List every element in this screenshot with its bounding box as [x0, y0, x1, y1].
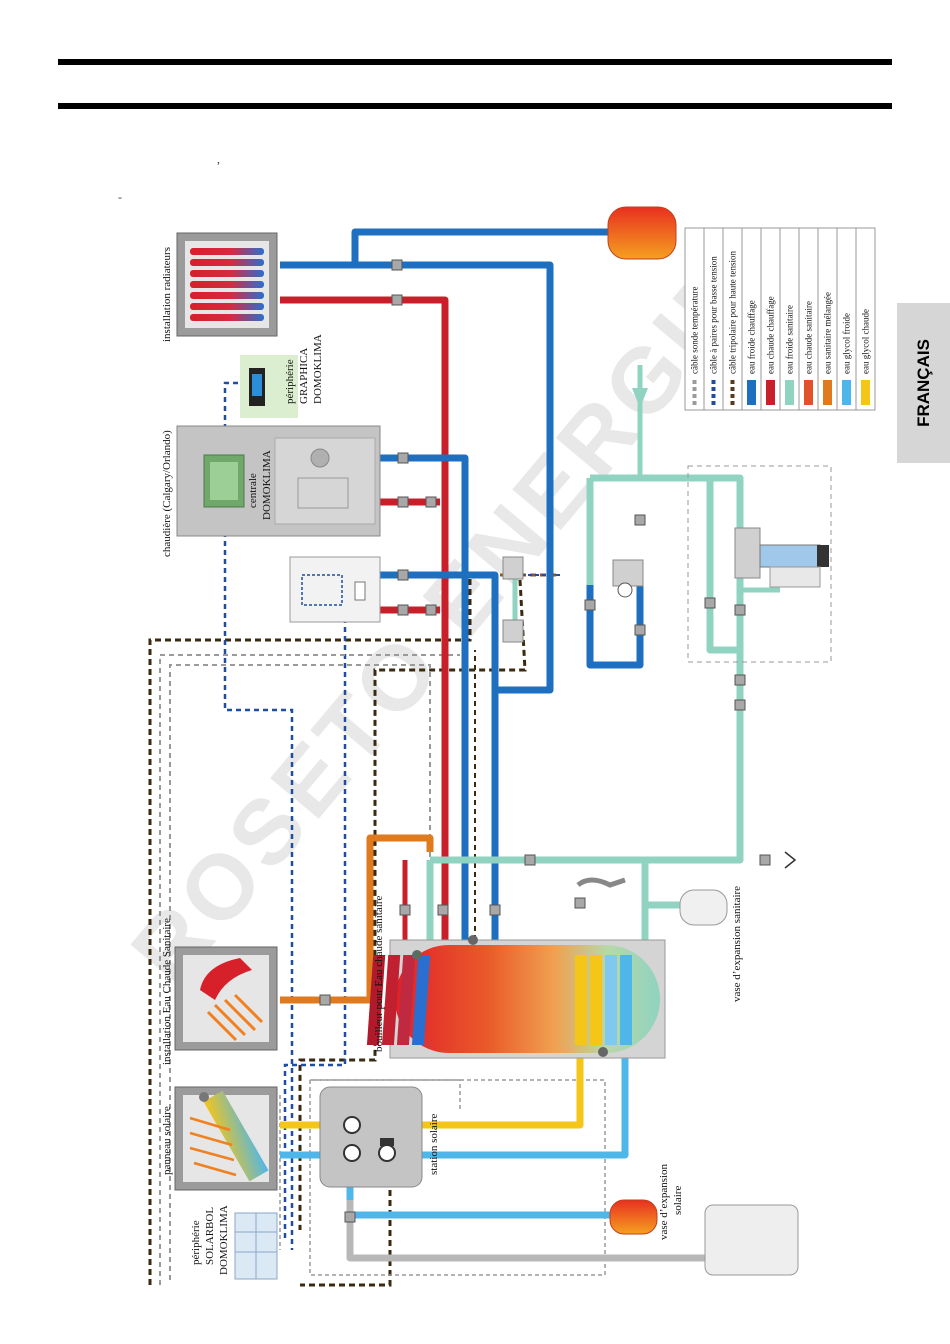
legend-label: eau chaude chauffage [766, 296, 776, 374]
legend-label: eau sanitaire mélangée [823, 292, 833, 374]
graphica-peripheral [240, 355, 298, 418]
legend-label: eau glycol froide [842, 313, 852, 374]
cable-sensor-solar-loop [309, 1079, 606, 1276]
dhw-storage-tank [366, 935, 666, 1059]
label-central-1: centrale [247, 473, 259, 508]
mixing-valve-top [502, 556, 524, 580]
label-expansion-dhw: vase d’expansion sanitaire [731, 886, 743, 1002]
control-module [289, 556, 381, 623]
label-expansion-solar-2: solaire [672, 1186, 684, 1215]
label-central-2: DOMOKLIMA [261, 450, 273, 520]
language-tab[interactable]: FRANÇAIS [897, 303, 950, 463]
cable-group [148, 381, 606, 1287]
cold-inlet-arrow [632, 388, 648, 408]
filter-area [687, 465, 832, 663]
pipe-module-cold [380, 571, 499, 940]
second-rule [58, 103, 892, 109]
heating-expansion-vessel [607, 206, 677, 260]
legend-label: câble sonde température [690, 287, 700, 374]
solarbol-peripheral [234, 1212, 278, 1280]
legend: câble sonde température câble à paires po… [684, 227, 876, 411]
legend-label: eau froide sanitaire [785, 305, 795, 374]
mixing-valve-bottom [502, 619, 524, 643]
stray-mark-dash: - [118, 190, 122, 204]
pipe-rad-hot [280, 296, 449, 940]
cable-sensor-2 [169, 664, 431, 1280]
label-expansion-solar-1: vase d’expansion [658, 1163, 670, 1240]
pipe-mixed [280, 834, 434, 1004]
top-rule [58, 59, 892, 65]
faucet-right [784, 851, 797, 869]
solar-panel [174, 1086, 278, 1191]
pipe-cold-sanitary-branch-b [706, 478, 740, 654]
radiator-unit [176, 232, 278, 337]
cable-sensor-1 [159, 654, 460, 1285]
valve-markers [319, 259, 771, 1223]
cable-lowvolt-graphica [223, 381, 294, 1250]
label-solarbol-2: SOLARBOL [204, 1207, 216, 1265]
legend-label: câble à paires pour basse tension [709, 256, 719, 374]
label-solar-panel: panneau solaire [161, 1106, 173, 1175]
cable-tripolar-solar [300, 1140, 392, 1287]
pipe-rad-cold-down [355, 261, 554, 694]
label-graphica-3: DOMOKLIMA [312, 334, 324, 404]
softener [734, 527, 829, 588]
label-graphica-2: GRAPHICA [298, 348, 310, 404]
stray-mark-comma: , [217, 152, 220, 166]
cable-tripolar-diag [298, 579, 527, 1230]
label-boiler: chaudière (Calgary/Orlando) [161, 430, 173, 557]
label-solarbol-1: périphérie [190, 1220, 202, 1265]
legend-label: eau chaude sanitaire [804, 301, 814, 374]
boiler-unit [176, 425, 381, 537]
label-dhw-tank: bouilleur pour Eau chaude sanitaire [373, 895, 385, 1052]
sanitary-expansion-vessel [679, 889, 728, 926]
pipe-rad-return-blue [280, 228, 615, 269]
dhw-installation [174, 946, 278, 1051]
faucet-mid [576, 877, 626, 888]
solar-station [319, 1086, 423, 1188]
sanitary-group [612, 559, 644, 598]
solar-expansion-vessel [609, 1199, 658, 1235]
legend-label: eau glycol chaude [861, 309, 871, 374]
label-graphica-1: périphérie [284, 359, 296, 404]
glycol-tank [704, 1204, 799, 1276]
label-dhw-install: installation Eau Chaude Sanitaire [161, 918, 173, 1065]
label-solar-station: station solaire [428, 1113, 440, 1175]
legend-label: eau froide chauffage [747, 300, 757, 374]
label-solarbol-3: DOMOKLIMA [218, 1205, 230, 1275]
pipe-cold-loop [586, 580, 644, 669]
pipe-cold-sanitary-main [430, 474, 744, 864]
label-radiators: installation radiateurs [161, 247, 173, 342]
cable-tripolar-main [148, 573, 520, 1285]
legend-label: câble tripolaire pour haute tension [728, 251, 738, 374]
